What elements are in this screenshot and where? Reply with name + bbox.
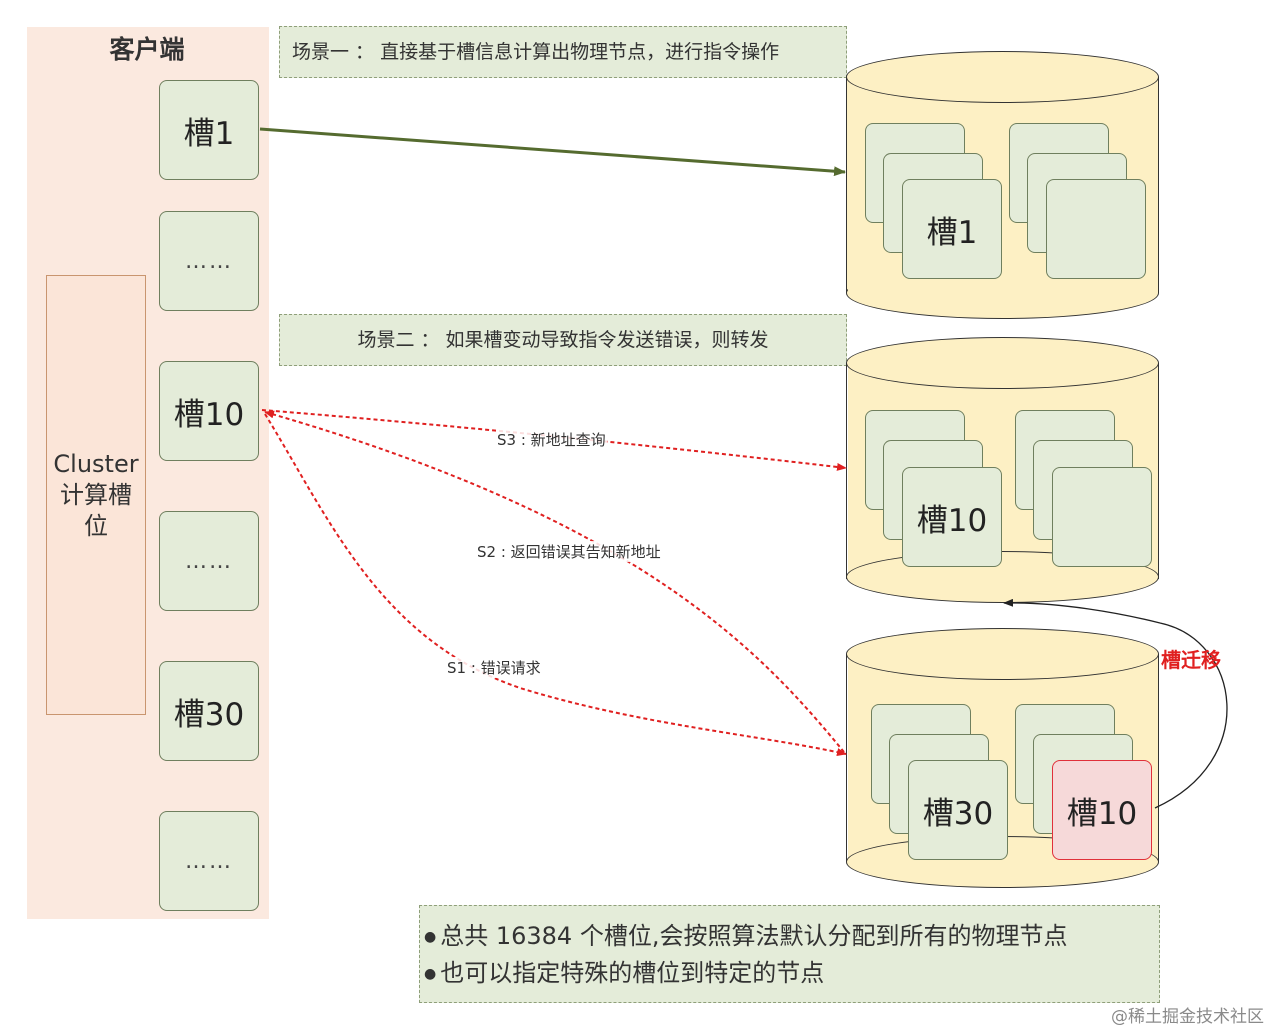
client-title: 客户端 — [109, 35, 185, 64]
s2-arrow — [264, 410, 845, 753]
watermark: @稀土掘金技术社区 — [1111, 1007, 1264, 1027]
direct-route-arrow — [259, 127, 846, 177]
node-3-slot-10-migrating: 槽10 — [1052, 760, 1152, 860]
scenario-one-banner: 场景一 ： 直接基于槽信息计算出物理节点，进行指令操作 — [279, 26, 847, 78]
note-text: 也可以指定特殊的槽位到特定的节点 — [440, 959, 825, 987]
s1-arrow — [264, 413, 847, 756]
physical-node-3: 槽30 槽10 — [846, 628, 1159, 890]
client-slot-ellipsis-1: …… — [159, 211, 259, 311]
client-slot-10: 槽10 — [159, 361, 259, 461]
s2-label: S2 : 返回错误其告知新地址 — [476, 541, 662, 562]
client-slot-ellipsis-3: …… — [159, 811, 259, 911]
client-slot-ellipsis-2: …… — [159, 511, 259, 611]
physical-node-1: 槽1 — [846, 51, 1159, 319]
node-top — [846, 51, 1159, 103]
cluster-slot-calculator: Cluster计算槽位 — [46, 275, 146, 715]
bullet-icon: ● — [424, 929, 437, 945]
client-slot-30: 槽30 — [159, 661, 259, 761]
scenario-two-banner: 场景二 ： 如果槽变动导致指令发送错误，则转发 — [279, 314, 847, 366]
node-body — [846, 654, 1159, 862]
summary-note: ●总共 16384 个槽位,会按照算法默认分配到所有的物理节点 ●也可以指定特殊… — [419, 905, 1160, 1003]
physical-node-2: 槽10 — [846, 337, 1159, 605]
node-body — [846, 363, 1159, 579]
s3-label: S3 : 新地址查询 — [496, 429, 607, 450]
node-2-slot-10: 槽10 — [902, 467, 1002, 567]
note-text: 总共 16384 个槽位,会按照算法默认分配到所有的物理节点 — [440, 922, 1068, 950]
slot-card — [1052, 467, 1152, 567]
node-3-slot-30: 槽30 — [908, 760, 1008, 860]
migration-label: 槽迁移 — [1161, 648, 1221, 672]
client-slot-1: 槽1 — [159, 80, 259, 180]
migration-arrow — [1003, 598, 1228, 809]
bullet-icon: ● — [424, 966, 437, 982]
s1-label: S1 : 错误请求 — [446, 657, 542, 678]
slot-card — [1046, 179, 1146, 279]
node-top — [846, 337, 1159, 389]
node-1-slot-1: 槽1 — [902, 179, 1002, 279]
node-top — [846, 628, 1159, 680]
note-line-2: ●也可以指定特殊的槽位到特定的节点 — [424, 955, 1159, 992]
note-line-1: ●总共 16384 个槽位,会按照算法默认分配到所有的物理节点 — [424, 918, 1159, 955]
